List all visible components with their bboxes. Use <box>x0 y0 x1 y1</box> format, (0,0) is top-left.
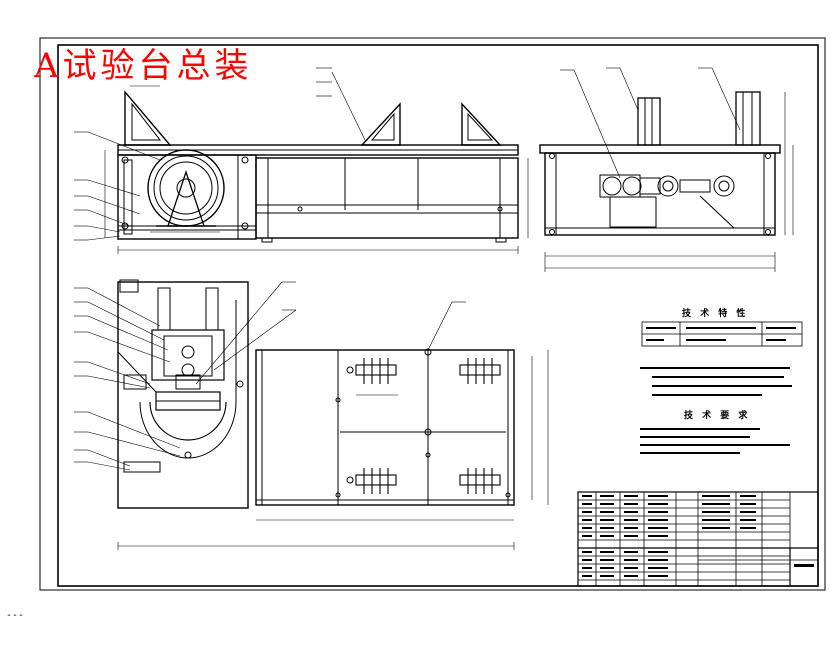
bottom-dash-mark: --- <box>6 610 25 621</box>
drawing-title: A试验台总装 <box>34 46 253 86</box>
title-block <box>577 491 819 587</box>
front-view-leaders <box>74 67 366 241</box>
tech-params-heading: 技 术 特 性 <box>682 309 749 319</box>
outer-border <box>39 37 826 591</box>
tech-requirements-heading: 技 术 要 求 <box>684 411 751 421</box>
inner-frame <box>57 44 819 587</box>
title-block-text-marks <box>582 327 814 577</box>
plan-view <box>117 279 549 550</box>
tech-params-table <box>641 321 803 347</box>
plan-view-leaders <box>74 281 466 471</box>
side-view-leaders <box>560 67 741 179</box>
side-view <box>539 91 794 272</box>
front-view <box>104 85 529 254</box>
